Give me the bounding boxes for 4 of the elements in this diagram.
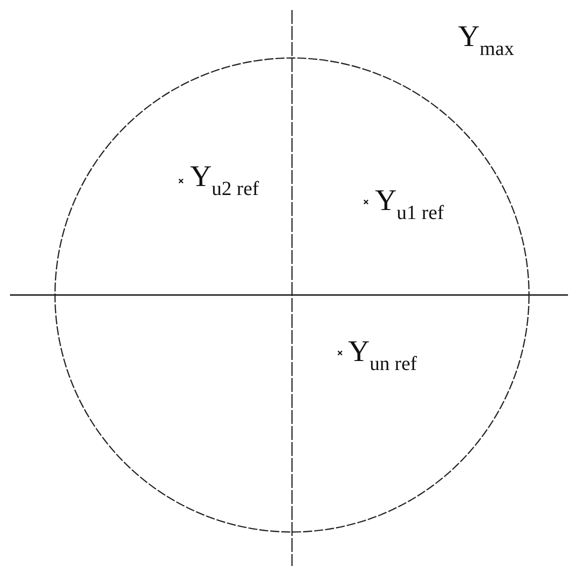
point-label: Y$_{u2 ref}$ (190, 162, 259, 199)
point-label: Y$_{max}$ (458, 22, 514, 59)
point-label: Y$_{un ref}$ (348, 337, 417, 374)
point-label: Y$_{u1 ref}$ (375, 186, 444, 223)
